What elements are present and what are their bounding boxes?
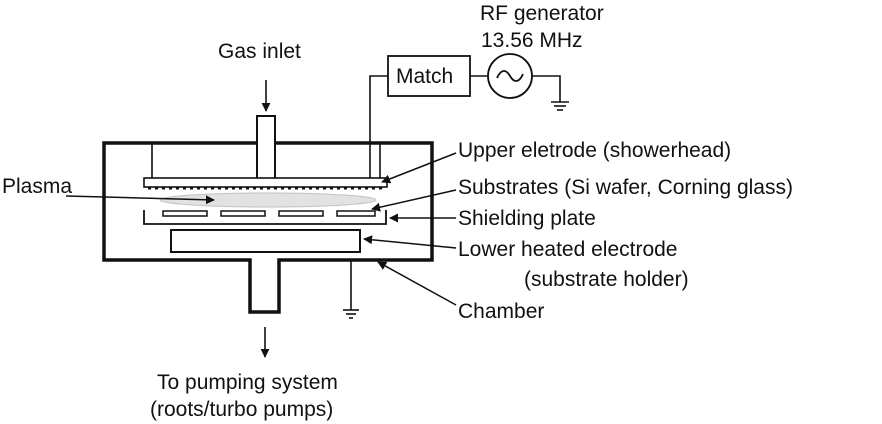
rf-feed-wire [369, 75, 388, 178]
ground-icon [551, 101, 569, 111]
pumping-system-label: To pumping system [157, 371, 338, 394]
pumps-label: (roots/turbo pumps) [150, 398, 333, 421]
rf-ground-wire [532, 75, 561, 102]
upper-electrode-leader-arrow-icon [381, 152, 457, 184]
upper-electrode-label: Upper eletrode (showerhead) [458, 139, 731, 162]
plasma-leader-arrow-icon [65, 195, 215, 205]
lower-electrode-label: Lower heated electrode [458, 238, 678, 261]
chamber-leader-arrow-icon [377, 261, 457, 306]
lower-electrode-leader-arrow-icon [363, 235, 457, 249]
match-label: Match [396, 65, 453, 88]
frequency-label: 13.56 MHz [481, 29, 583, 52]
lower-electrode [170, 229, 361, 253]
upper-electrode [143, 177, 388, 188]
sine-wave-icon [496, 70, 524, 82]
substrates-leader-arrow-icon [371, 189, 457, 212]
gas-inlet-label: Gas inlet [218, 40, 301, 63]
plasma-label: Plasma [2, 175, 72, 198]
shielding-plate [143, 210, 387, 225]
substrates [162, 210, 376, 217]
rf-generator-label: RF generator [480, 2, 604, 25]
substrates-label: Substrates (Si wafer, Corning glass) [458, 176, 793, 199]
match-box [387, 55, 471, 97]
ground-icon [343, 309, 359, 319]
showerhead-frame [151, 143, 381, 178]
chamber-wall [102, 141, 434, 314]
substrate-holder-label: (substrate holder) [524, 268, 689, 291]
chamber-label: Chamber [458, 300, 544, 323]
shielding-plate-label: Shielding plate [458, 207, 596, 230]
leader-arrows [65, 152, 457, 306]
gas-inlet-tube [256, 115, 276, 184]
